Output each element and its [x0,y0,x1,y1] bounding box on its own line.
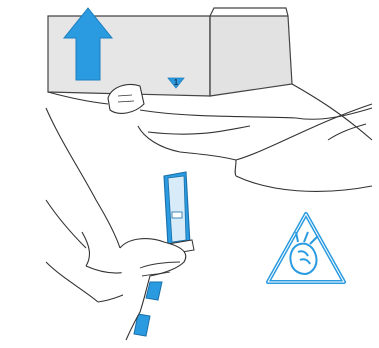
step-marker-label: 1 [174,78,179,87]
pinch-hazard-warning-icon [268,214,344,282]
